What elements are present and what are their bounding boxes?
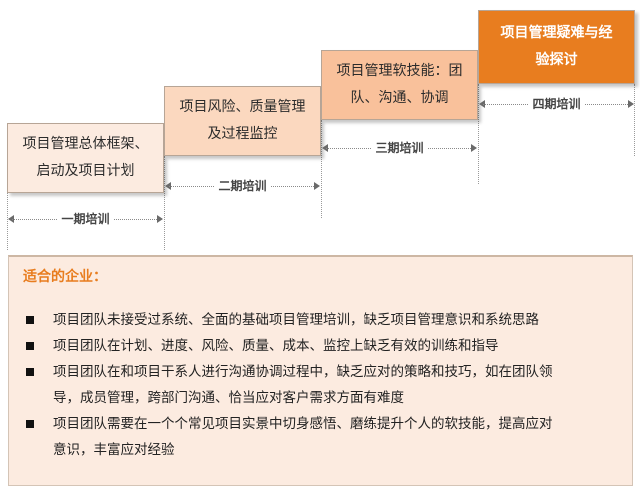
list-item-text: 导，成员管理，跨部门沟通、恰当应对客户需求方面有难度 (53, 390, 404, 406)
arrow-right-icon (157, 215, 163, 223)
square-bullet-icon (26, 420, 34, 428)
guide-line (321, 120, 322, 218)
arrow-left-icon (479, 100, 485, 108)
guide-line (634, 84, 635, 156)
period-label: 二期培训 (214, 179, 271, 193)
arrow-left-icon (165, 182, 171, 190)
list-item-text: 项目团队需要在一个个常见项目实景中切身感悟、磨练提升个人的软技能，提高应对 (53, 416, 553, 432)
stage-label: 项目管理疑难与经 (500, 25, 613, 41)
guide-line (164, 156, 165, 250)
period-arrow-4: 四期培训 (479, 97, 634, 111)
list-item: 项目团队需要在一个个常见项目实景中切身感悟、磨练提升个人的软技能，提高应对 意识… (9, 411, 632, 463)
guide-line (7, 193, 8, 250)
panel-title: 适合的企业： (23, 269, 107, 285)
arrow-right-icon (471, 144, 477, 152)
period-arrow-1: 一期培训 (8, 212, 163, 226)
stage-box-2: 项目风险、质量管理及过程监控 (164, 86, 321, 156)
square-bullet-icon (26, 368, 34, 376)
stage-box-1: 项目管理总体框架、启动及项目计划 (7, 123, 164, 193)
list-item-text: 项目团队在计划、进度、风险、质量、成本、监控上缺乏有效的训练和指导 (53, 338, 499, 354)
stage-label: 启动及项目计划 (36, 163, 135, 179)
square-bullet-icon (26, 342, 34, 350)
enterprise-list: 项目团队未接受过系统、全面的基础项目管理培训，缺乏项目管理意识和系统思路 项目团… (9, 307, 632, 463)
stage-box-3: 项目管理软技能：团队、沟通、协调 (321, 50, 478, 120)
suitable-enterprises-panel: 适合的企业： 项目团队未接受过系统、全面的基础项目管理培训，缺乏项目管理意识和系… (8, 255, 633, 486)
stage-label: 项目管理总体框架、 (22, 136, 149, 152)
stage-label: 队、沟通、协调 (350, 90, 449, 106)
stage-box-4: 项目管理疑难与经验探讨 (478, 10, 635, 84)
period-label: 四期培训 (528, 97, 585, 111)
stage-label: 项目管理软技能：团 (336, 63, 463, 79)
guide-line (478, 84, 479, 184)
period-arrow-2: 二期培训 (165, 179, 320, 193)
arrow-right-icon (314, 182, 320, 190)
stage-label: 及过程监控 (207, 126, 278, 142)
list-item: 项目团队在和项目干系人进行沟通协调过程中，缺乏应对的策略和技巧，如在团队领 导，… (9, 359, 632, 411)
period-label: 三期培训 (371, 141, 428, 155)
period-arrow-3: 三期培训 (322, 141, 477, 155)
list-item: 项目团队在计划、进度、风险、质量、成本、监控上缺乏有效的训练和指导 (9, 333, 632, 359)
square-bullet-icon (26, 316, 34, 324)
stage-label: 项目风险、质量管理 (179, 99, 306, 115)
list-item-text: 项目团队未接受过系统、全面的基础项目管理培训，缺乏项目管理意识和系统思路 (53, 312, 539, 328)
arrow-right-icon (628, 100, 634, 108)
list-item-text: 意识，丰富应对经验 (53, 442, 175, 458)
list-item-text: 项目团队在和项目干系人进行沟通协调过程中，缺乏应对的策略和技巧，如在团队领 (53, 364, 553, 380)
arrow-left-icon (322, 144, 328, 152)
stage-label: 验探讨 (535, 52, 578, 68)
list-item: 项目团队未接受过系统、全面的基础项目管理培训，缺乏项目管理意识和系统思路 (9, 307, 632, 333)
period-label: 一期培训 (57, 212, 114, 226)
arrow-left-icon (8, 215, 14, 223)
